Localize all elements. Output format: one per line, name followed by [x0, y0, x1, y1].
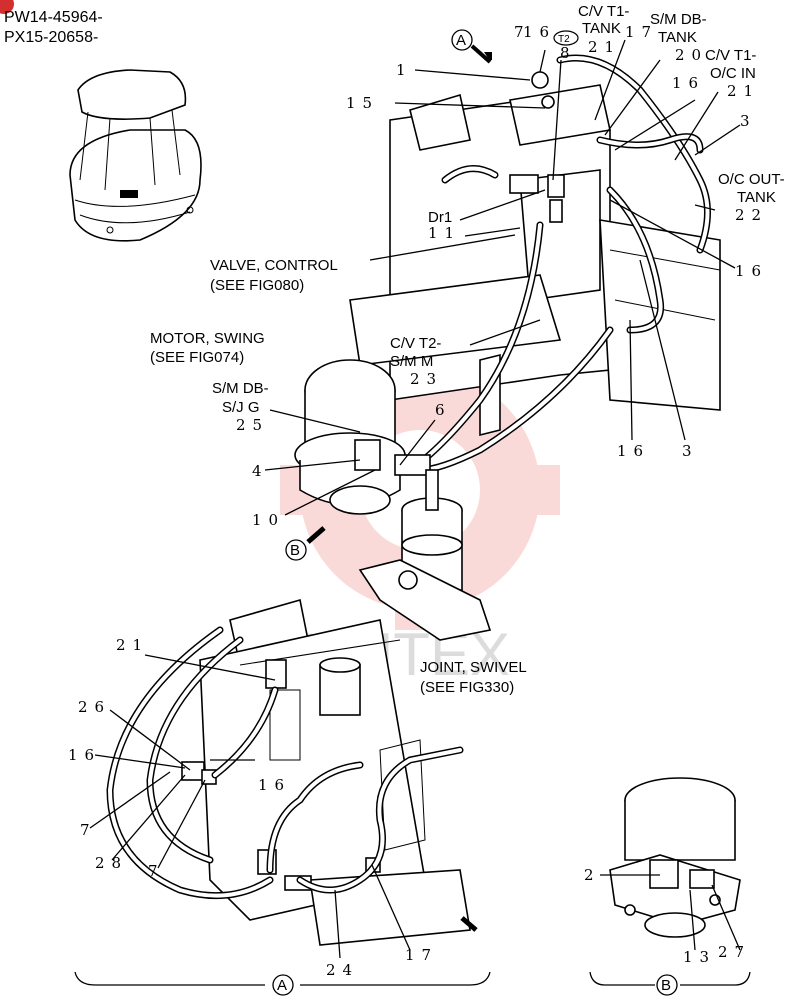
- label-cv-t1-oc-in-1: C/V T1-: [705, 47, 756, 64]
- part-number-15: 15: [346, 94, 379, 112]
- part-number-11: 11: [428, 224, 461, 242]
- part-number-16-top: 16: [523, 23, 556, 41]
- machine-thumbnail: [69, 69, 202, 242]
- label-sm-db-sjg-1: S/M DB-: [212, 380, 269, 397]
- label-joint-swivel-1: JOINT, SWIVEL: [420, 659, 527, 676]
- part-number-3-top: 3: [740, 112, 757, 130]
- part-number-20: 20: [675, 46, 708, 64]
- part-number-21-top: 21: [588, 38, 621, 56]
- part-number-17-a: 17: [405, 946, 438, 964]
- bracket-a-label: A: [277, 977, 287, 994]
- part-number-16-a2: 16: [258, 776, 291, 794]
- view-b-marker: B: [285, 526, 326, 561]
- part-number-13: 13: [683, 948, 716, 966]
- part-number-28: 28: [95, 854, 128, 872]
- label-motor-swing-1: MOTOR, SWING: [150, 330, 265, 347]
- part-number-7-a1: 7: [80, 821, 97, 839]
- part-number-4: 4: [252, 462, 269, 480]
- part-number-25: 25: [236, 416, 269, 434]
- label-oc-out-tank-2: TANK: [737, 189, 776, 206]
- part-number-24: 24: [326, 961, 359, 979]
- part-number-2: 2: [584, 866, 601, 884]
- view-a-marker-letter: A: [456, 32, 466, 49]
- label-valve-control-1: VALVE, CONTROL: [210, 257, 338, 274]
- view-a-hoses: [106, 626, 464, 900]
- label-cv-t1-tank-2: TANK: [582, 20, 621, 37]
- part-number-7-a2: 7: [148, 862, 165, 880]
- view-a-marker: A: [451, 29, 492, 64]
- label-sm-db-tank-1: S/M DB-: [650, 11, 707, 28]
- t2-badge: T2: [553, 30, 579, 46]
- part-number-3-bot: 3: [682, 442, 699, 460]
- label-motor-swing-2: (SEE FIG074): [150, 349, 244, 366]
- part-number-16-a: 16: [68, 746, 101, 764]
- label-sm-db-sjg-2: S/J G: [222, 399, 260, 416]
- part-number-16-bot: 16: [617, 442, 650, 460]
- label-cv-t1-oc-in-2: O/C IN: [710, 65, 756, 82]
- serial-number-2: PX15-20658-: [4, 29, 98, 46]
- label-cv-t1-tank-1: C/V T1-: [578, 3, 629, 20]
- part-number-6: 6: [435, 401, 452, 419]
- serial-number-1: PW14-45964-: [4, 9, 103, 26]
- label-valve-control-2: (SEE FIG080): [210, 277, 304, 294]
- corner-badge: [0, 0, 14, 14]
- view-b-assembly: [609, 777, 741, 938]
- bracket-a: A: [74, 971, 491, 996]
- label-sm-db-tank-2: TANK: [658, 29, 697, 46]
- part-number-22: 22: [735, 206, 768, 224]
- part-number-21-oc: 21: [727, 82, 760, 100]
- direction-arrow-icon: [460, 916, 478, 932]
- label-oc-out-tank-1: O/C OUT-: [718, 171, 785, 188]
- bracket-b-label: B: [661, 977, 671, 994]
- arrow-a-icon: [474, 48, 492, 60]
- part-number-7-top: 7: [514, 23, 531, 41]
- label-cv-t2-sm-m-2: S/M M: [390, 353, 433, 370]
- part-number-16-right: 16: [735, 262, 768, 280]
- part-number-17-top: 17: [625, 23, 658, 41]
- part-number-21-a: 21: [116, 636, 149, 654]
- part-number-10: 10: [252, 511, 285, 529]
- label-cv-t2-sm-m-1: C/V T2-: [390, 335, 441, 352]
- label-dr1: Dr1: [428, 209, 452, 226]
- label-joint-swivel-2: (SEE FIG330): [420, 679, 514, 696]
- swivel-joint: [358, 469, 492, 641]
- t2-badge-text: T2: [558, 34, 570, 45]
- part-number-16-mid: 16: [672, 74, 705, 92]
- view-b-marker-letter: B: [290, 542, 300, 559]
- arrow-b-icon: [306, 526, 326, 544]
- bracket-b: B: [589, 971, 751, 996]
- leader-lines: [89, 39, 741, 959]
- part-number-8: 8: [560, 44, 577, 62]
- part-number-26: 26: [78, 698, 111, 716]
- part-number-27: 27: [718, 943, 751, 961]
- part-number-1: 1: [396, 61, 413, 79]
- part-number-23: 23: [410, 370, 443, 388]
